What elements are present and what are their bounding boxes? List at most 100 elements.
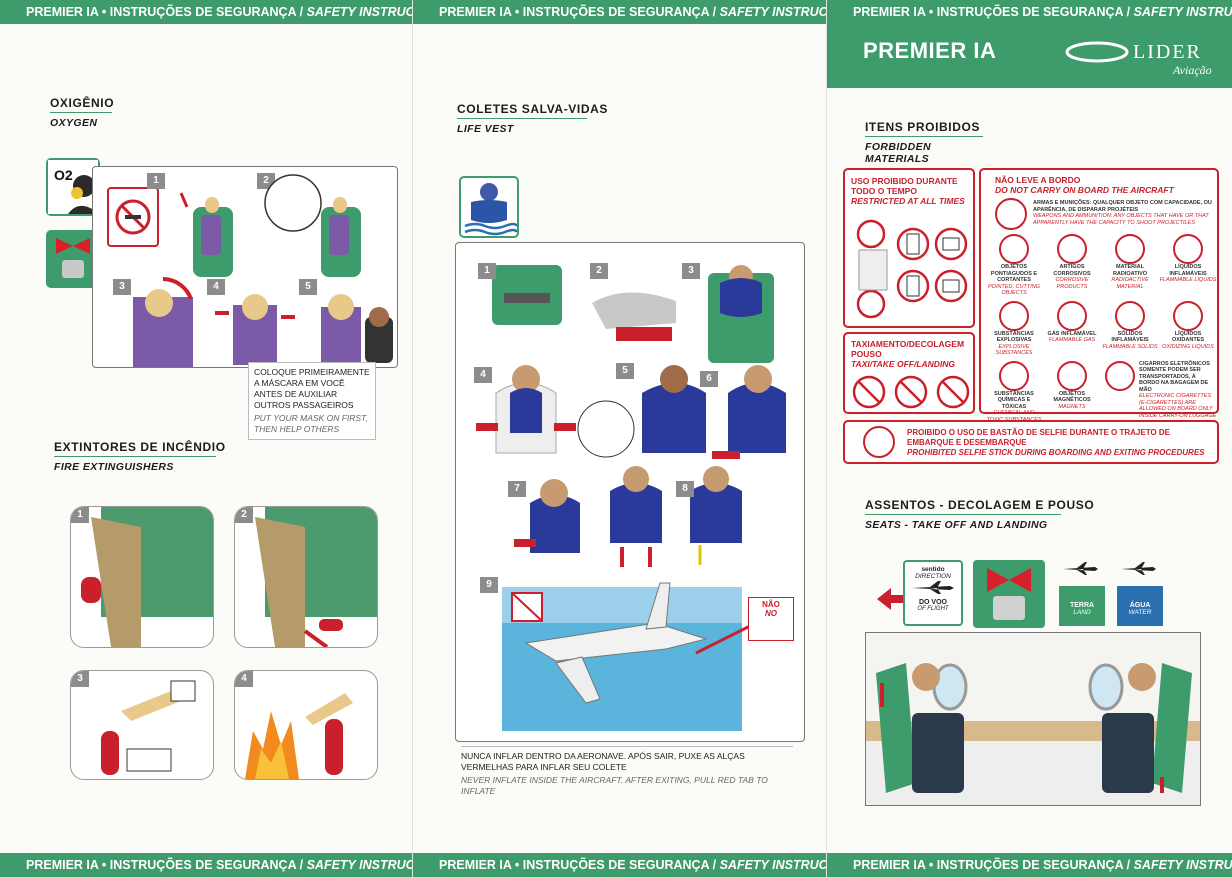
selfie-stick-icon: [863, 426, 895, 458]
flammable-gas-icon: [1057, 300, 1087, 331]
selfie-pt: PROIBIDO O USO DE BASTÃO DE SELFIE DURAN…: [907, 428, 1170, 447]
selfie-en: PROHIBITED SELFIE STICK DURING BOARDING …: [907, 448, 1205, 457]
item-en: POINTED, CUTTING OBJECTS: [988, 283, 1040, 297]
extinguishers-title: EXTINTORES DE INCÊNDIO: [54, 440, 226, 454]
flammable-liquid-icon: [1173, 234, 1203, 264]
carry-box: NÃO LEVE A BORDO DO NOT CARRY ON BOARD T…: [979, 168, 1219, 423]
band-text-pt: PREMIER IA • INSTRUÇÕES DE SEGURANÇA /: [853, 5, 1131, 19]
direction-pt2: DO VOO: [918, 599, 947, 606]
item-en: CHEMICAL AND TOXIC SUBSTANCES: [986, 410, 1041, 423]
item-pt: SUBSTÂNCIAS QUÍMICAS E TÓXICAS: [994, 390, 1034, 410]
water-pt: ÁGUA: [1129, 602, 1151, 609]
direction-en2: OF FLIGHT: [917, 606, 949, 612]
flammable-solid-icon: [1115, 300, 1145, 331]
lifevest-caption: NUNCA INFLAR DENTRO DA AERONAVE. APÓS SA…: [461, 746, 793, 797]
taxi-en: TAXI/TAKE OFF/LANDING: [851, 359, 956, 369]
oxygen-subtitle: OXYGEN: [50, 112, 112, 129]
oxidizer-icon: [1173, 300, 1203, 331]
item-pt: ARTIGOS CORROSIVOS: [1053, 264, 1091, 277]
item-en: MAGNETS: [1058, 403, 1086, 410]
direction-arrow-icon: [877, 588, 907, 610]
band-text-en: SAFETY INSTRUCTIONS: [306, 5, 412, 19]
seats-illustration: [865, 632, 1201, 806]
direction-en1: DIRECTION: [915, 573, 951, 580]
ext-step-4: 4: [235, 671, 253, 687]
item-pt: OBJETOS MAGNÉTICOS: [1053, 390, 1091, 404]
seat-belt-icon: [987, 568, 1031, 620]
life-vest-icon: [459, 176, 519, 238]
item-en: EXPLOSIVE SUBSTANCES: [995, 343, 1033, 357]
explosive-icon: [999, 300, 1029, 331]
land-en: LAND: [1073, 609, 1091, 616]
weapon-icon: [995, 198, 1027, 230]
oxygen-title: OXIGÊNIO: [50, 96, 115, 110]
band-text-en: SAFETY INSTRUCTIONS: [1133, 858, 1232, 872]
item-en: CORROSIVE PRODUCTS: [1055, 277, 1089, 290]
extinguisher-step-3-card: 3: [70, 670, 214, 780]
magnet-icon: [1057, 360, 1087, 391]
plane-water-icon: [1121, 562, 1156, 575]
oxygen-step-2: 2: [257, 173, 275, 189]
restricted-pt: USO PROIBIDO DURANTE TODO O TEMPO: [851, 176, 958, 196]
brand-header: PREMIER IA LIDER Aviação: [827, 24, 1232, 88]
oxygen-illustrations: [133, 174, 393, 367]
plane-icon: [912, 581, 954, 594]
restricted-box: USO PROIBIDO DURANTE TODO O TEMPO RESTRI…: [843, 168, 975, 328]
nao-label: NÃO: [762, 600, 780, 609]
band-text-en: SAFETY INSTRUCTIONS: [1133, 5, 1232, 19]
band-text-pt: PREMIER IA • INSTRUÇÕES DE SEGURANÇA /: [26, 858, 304, 872]
o2-label: O2: [54, 167, 73, 183]
e-cigarette-icon: [1105, 360, 1135, 391]
plane-land-icon: [1063, 562, 1098, 575]
vest-step-9: 9: [480, 577, 498, 593]
oxygen-step-5: 5: [299, 279, 317, 295]
ext-step-1: 1: [71, 507, 89, 523]
sharp-objects-icon: [999, 234, 1029, 264]
item-en: FLAMMABLE GAS: [1048, 337, 1096, 343]
oxygen-caption: COLOQUE PRIMEIRAMENTE A MÁSCARA EM VOCÊ …: [248, 362, 376, 440]
toxic-icon: [999, 360, 1029, 391]
carry-pt: NÃO LEVE A BORDO: [995, 175, 1081, 185]
top-band: PREMIER IA • INSTRUÇÕES DE SEGURANÇA / S…: [827, 0, 1232, 24]
selfie-text: PROIBIDO O USO DE BASTÃO DE SELFIE DURAN…: [907, 428, 1207, 458]
bottom-band: PREMIER IA • INSTRUÇÕES DE SEGURANÇA / S…: [413, 853, 826, 877]
seats-title: ASSENTOS - DECOLAGEM E POUSO: [865, 498, 1095, 512]
band-text-pt: PREMIER IA • INSTRUÇÕES DE SEGURANÇA /: [439, 5, 717, 19]
no-inflate-badge: NÃO NO: [748, 597, 794, 641]
logo-script: Aviação: [1172, 63, 1212, 77]
restricted-en: RESTRICTED AT ALL TIMES: [851, 196, 965, 206]
forbidden-title: ITENS PROIBIDOS: [865, 120, 981, 134]
lifevest-caption-pt: NUNCA INFLAR DENTRO DA AERONAVE. APÓS SA…: [461, 751, 745, 772]
oxygen-mask-icon: O2: [46, 158, 100, 216]
weapons-pt: ARMAS E MUNIÇÕES: QUALQUER OBJETO COM CA…: [1033, 200, 1212, 213]
band-text-en: SAFETY INSTRUCTIONS: [719, 5, 826, 19]
oxygen-step-4: 4: [207, 279, 225, 295]
ecig-pt: CIGARROS ELETRÔNICOS SOMENTE PODEM SER T…: [1139, 360, 1210, 393]
panel-right: PREMIER IA • INSTRUÇÕES DE SEGURANÇA / S…: [826, 0, 1232, 877]
item-pt: LÍQUIDOS OXIDANTES: [1171, 330, 1205, 344]
extinguishers-subtitle: FIRE EXTINGUISHERS: [54, 456, 216, 473]
band-text-en: SAFETY INSTRUCTIONS: [306, 858, 412, 872]
item-pt: GÁS INFLAMÁVEL: [1047, 330, 1097, 337]
forbidden-subtitle: FORBIDDEN MATERIALS: [865, 136, 983, 165]
vest-step-4: 4: [474, 367, 492, 383]
taxi-pt: TAXIAMENTO/DECOLAGEM POUSO: [851, 339, 965, 359]
oxygen-step-3: 3: [113, 279, 131, 295]
water-badge: ÁGUA WATER: [1117, 586, 1163, 626]
taxi-box: TAXIAMENTO/DECOLAGEM POUSO TAXI/TAKE OFF…: [843, 332, 975, 414]
radioactive-icon: [1115, 234, 1145, 264]
vest-step-6: 6: [700, 371, 718, 387]
selfie-box: PROIBIDO O USO DE BASTÃO DE SELFIE DURAN…: [843, 420, 1219, 464]
vest-step-8: 8: [676, 481, 694, 497]
logo-word: LIDER: [1133, 41, 1202, 63]
vest-step-3: 3: [682, 263, 700, 279]
band-text-pt: PREMIER IA • INSTRUÇÕES DE SEGURANÇA /: [439, 858, 717, 872]
lifevest-steps-box: 1 2 3 4 5 6 7 8 9 NÃO NO: [455, 242, 805, 742]
